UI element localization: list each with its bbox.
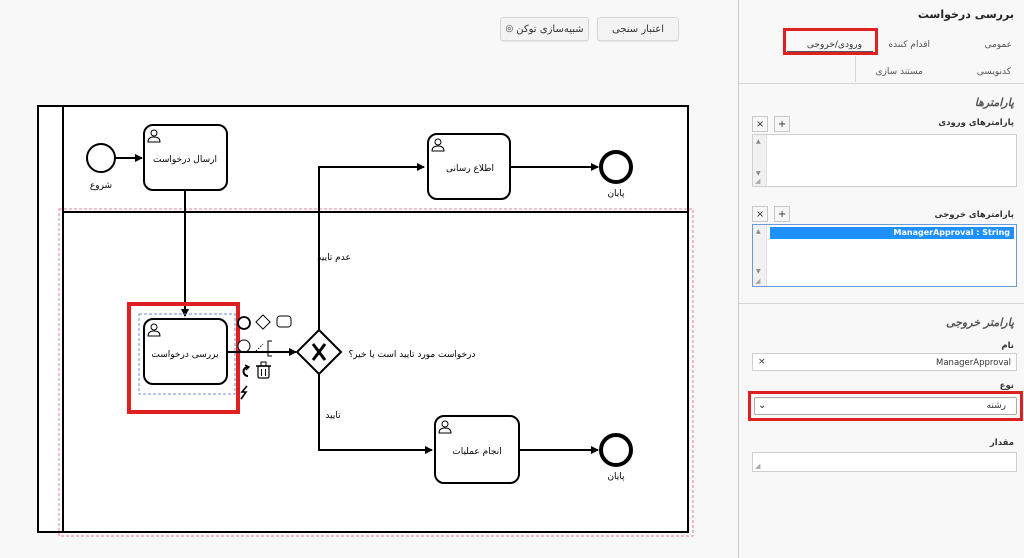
text-annotation-icon[interactable] <box>255 340 272 357</box>
gateway-label: درخواست مورد تایید است یا خیر؟ <box>349 350 476 360</box>
flow-approve[interactable] <box>318 374 433 454</box>
resize-grip-icon[interactable]: ◢ <box>755 277 761 285</box>
flow-approve-label: تایید <box>325 411 341 421</box>
input-params-list[interactable]: ▲ ▼ ◢ <box>752 134 1017 187</box>
io-tab-highlight <box>783 28 878 55</box>
clear-output-params-button[interactable]: × <box>752 206 768 222</box>
value-label: مقدار <box>989 438 1014 448</box>
diagram-canvas[interactable]: ◎ شبیه‌سازی توکن اعتبار سنجی شروع ارس <box>0 0 738 558</box>
plus-icon: + <box>777 118 787 130</box>
type-value: رشته <box>986 401 1006 411</box>
svg-text:ارسال درخواست: ارسال درخواست <box>153 155 217 165</box>
append-gateway-icon[interactable] <box>255 314 271 330</box>
task-send-request[interactable]: ارسال درخواست <box>143 124 228 191</box>
end-event-top-label: پایان <box>607 189 625 199</box>
flow-reject[interactable] <box>318 163 425 330</box>
svg-text:بررسی درخواست: بررسی درخواست <box>151 350 218 360</box>
name-field[interactable]: × ManagerApproval <box>752 353 1017 371</box>
add-output-param-button[interactable]: + <box>774 206 790 222</box>
clear-input-params-button[interactable]: × <box>752 116 768 132</box>
add-input-param-button[interactable]: + <box>774 116 790 132</box>
section-separator <box>739 303 1024 304</box>
resize-grip-icon[interactable]: ◢ <box>755 177 761 185</box>
task-review-request[interactable]: بررسی درخواست <box>143 318 228 385</box>
start-event[interactable] <box>86 143 116 173</box>
type-label: نوع <box>999 381 1014 391</box>
end-event-top[interactable] <box>599 150 633 184</box>
end-event-bottom-label: پایان <box>607 472 625 482</box>
selection-outline <box>138 313 236 395</box>
output-params-label: پارامترهای خروجی <box>934 210 1014 220</box>
task-do-operations[interactable]: انجام عملیات <box>434 415 520 484</box>
svg-text:اطلاع رسانی: اطلاع رسانی <box>446 164 494 174</box>
svg-text:انجام عملیات: انجام عملیات <box>452 447 501 457</box>
close-icon: × <box>755 208 765 220</box>
properties-panel: بررسی درخواست عمومی اقدام کننده ورودی/خر… <box>738 0 1024 558</box>
tabs-separator <box>739 83 1024 84</box>
panel-title: بررسی درخواست <box>917 8 1014 21</box>
review-task-highlight <box>127 302 240 414</box>
append-intermediate-event-icon[interactable] <box>237 339 251 353</box>
flow-reject-label: عدم تایید <box>317 253 351 263</box>
start-event-label: شروع <box>90 181 112 191</box>
connect-tool-icon[interactable] <box>240 385 248 400</box>
task-notify[interactable]: اطلاع رسانی <box>427 133 511 200</box>
delete-icon[interactable] <box>256 361 271 379</box>
tab-row-divider <box>855 56 856 82</box>
output-params-list[interactable]: ▲ ▼ ManagerApproval : String ◢ <box>752 224 1017 287</box>
context-pad <box>237 314 292 400</box>
input-params-scrollbar[interactable]: ▲ ▼ <box>753 135 767 186</box>
simulate-token-button[interactable]: ◎ شبیه‌سازی توکن <box>500 17 589 41</box>
tab-performer[interactable]: اقدام کننده <box>888 40 930 50</box>
scroll-up-icon: ▲ <box>756 138 761 145</box>
plus-icon: + <box>777 208 787 220</box>
tab-scripting[interactable]: کدنویسی <box>976 67 1011 77</box>
chevron-down-icon: ⌄ <box>758 400 767 411</box>
pool[interactable] <box>37 105 689 533</box>
type-select[interactable]: ⌄ رشته <box>754 397 1017 415</box>
validate-button[interactable]: اعتبار سنجی <box>597 17 679 41</box>
value-field[interactable]: ◢ <box>752 452 1017 472</box>
output-param-section-title: پارامتر خروجی <box>945 316 1014 329</box>
tab-documentation[interactable]: مستند سازی <box>875 67 923 77</box>
scroll-up-icon: ▲ <box>756 228 761 235</box>
tab-general[interactable]: عمومی <box>984 40 1012 50</box>
output-params-scrollbar[interactable]: ▲ ▼ <box>753 225 767 286</box>
parameters-section-title: پارامترها <box>974 96 1014 109</box>
append-end-event-icon[interactable] <box>237 316 251 330</box>
output-param-item[interactable]: ManagerApproval : String <box>770 227 1014 239</box>
type-field-highlight <box>748 391 1023 421</box>
end-event-bottom[interactable] <box>599 433 633 467</box>
append-task-icon[interactable] <box>276 315 292 328</box>
resize-grip-icon[interactable]: ◢ <box>755 462 761 470</box>
simulate-icon: ◎ <box>505 24 514 34</box>
input-params-label: پارامترهای ورودی <box>938 118 1014 128</box>
name-value: ManagerApproval <box>936 358 1011 368</box>
close-icon: × <box>755 118 765 130</box>
scroll-down-icon: ▼ <box>756 170 761 177</box>
active-tab-underline <box>787 51 873 52</box>
scroll-down-icon: ▼ <box>756 268 761 275</box>
clear-name-icon[interactable]: × <box>758 357 766 367</box>
tab-io[interactable]: ورودی/خروجی <box>806 40 862 50</box>
bpmn-diagram: شروع ارسال درخواست بررسی درخواست <box>37 105 694 537</box>
change-type-icon[interactable] <box>242 364 251 377</box>
name-label: نام <box>1001 341 1014 351</box>
selected-lane-outline[interactable] <box>58 208 694 537</box>
